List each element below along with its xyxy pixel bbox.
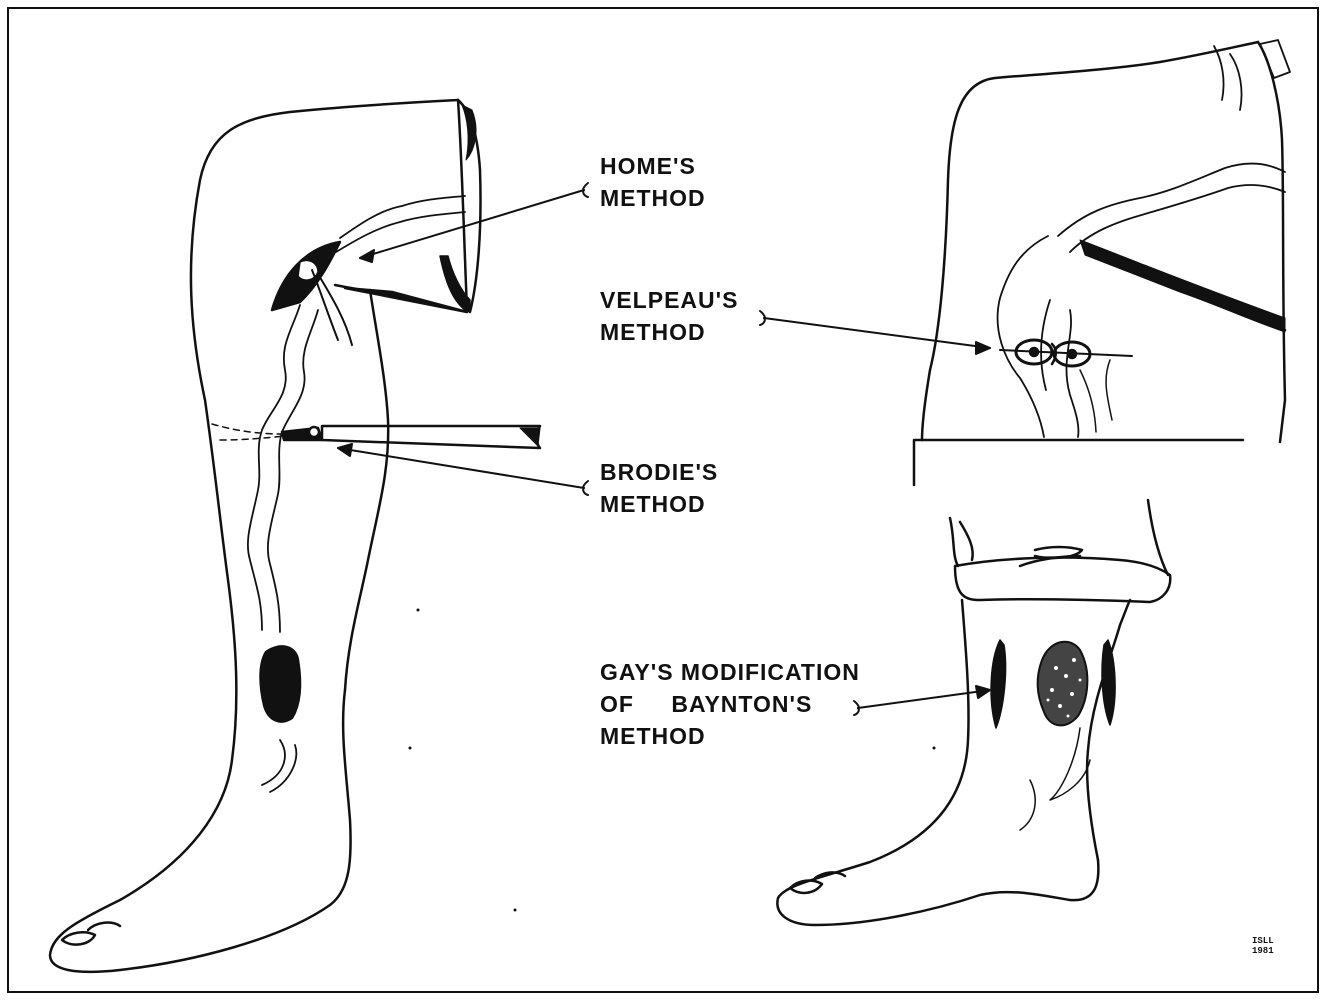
arrow-homes [360,183,588,262]
label-brodies-line-1: Brodie's [600,456,718,488]
label-homes-line-1: Home's [600,150,706,182]
arrow-brodies [338,444,588,495]
label-homes-line-2: method [600,182,706,214]
label-gays-line-3: method [600,720,860,752]
label-gays-line-1: Gay's modification [600,656,860,688]
right-varicose-vein [1041,164,1285,437]
label-homes-method: Home's method [600,150,706,214]
left-leg-outline [50,100,481,972]
label-gays-line-2: of Baynton's [600,688,860,720]
label-velpeaus-method: Velpeau's method [600,284,738,348]
arrow-velpeaus [760,311,990,354]
right-knee-outline [914,40,1290,485]
label-brodies-line-2: method [600,488,718,520]
artist-signature: ISLL 1981 [1252,936,1274,956]
label-velpeaus-line-2: method [600,316,738,348]
label-velpeaus-line-1: Velpeau's [600,284,738,316]
label-brodies-method: Brodie's method [600,456,718,520]
signature-initials: ISLL [1252,936,1274,946]
signature-year: 1981 [1252,946,1274,956]
label-gays-modification: Gay's modification of Baynton's method [600,656,860,752]
